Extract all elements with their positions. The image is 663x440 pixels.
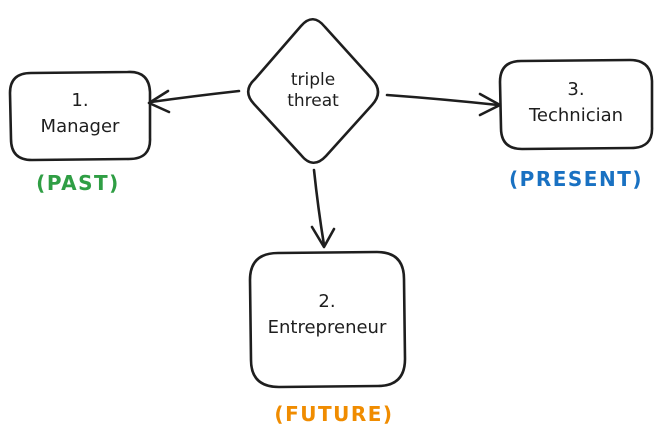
node-manager-title: Manager	[40, 116, 120, 137]
tag-present: (PRESENT)	[509, 167, 643, 191]
decision-label: triple threat	[287, 70, 339, 112]
node-entrepreneur-number: 2.	[318, 291, 336, 312]
node-technician-number: 3.	[567, 79, 585, 100]
node-manager-label: 1. Manager	[41, 88, 120, 140]
tag-future: (FUTURE)	[274, 402, 394, 426]
decision-label-line2: threat	[287, 91, 339, 111]
decision-diamond-shape	[246, 17, 380, 165]
node-manager-number: 1.	[71, 90, 89, 111]
node-technician-shape	[498, 58, 654, 151]
arrow-to-entrepreneur	[310, 168, 336, 249]
node-entrepreneur-shape	[248, 250, 407, 389]
node-entrepreneur-label: 2. Entrepreneur	[268, 289, 387, 341]
tag-past: (PAST)	[36, 171, 120, 195]
decision-label-line1: triple	[290, 70, 336, 90]
arrow-to-manager	[147, 89, 241, 114]
arrow-to-technician	[385, 92, 502, 117]
node-entrepreneur-title: Entrepreneur	[267, 317, 387, 338]
node-technician-label: 3. Technician	[529, 77, 623, 129]
node-technician-title: Technician	[528, 105, 624, 126]
node-manager-shape	[8, 70, 152, 162]
